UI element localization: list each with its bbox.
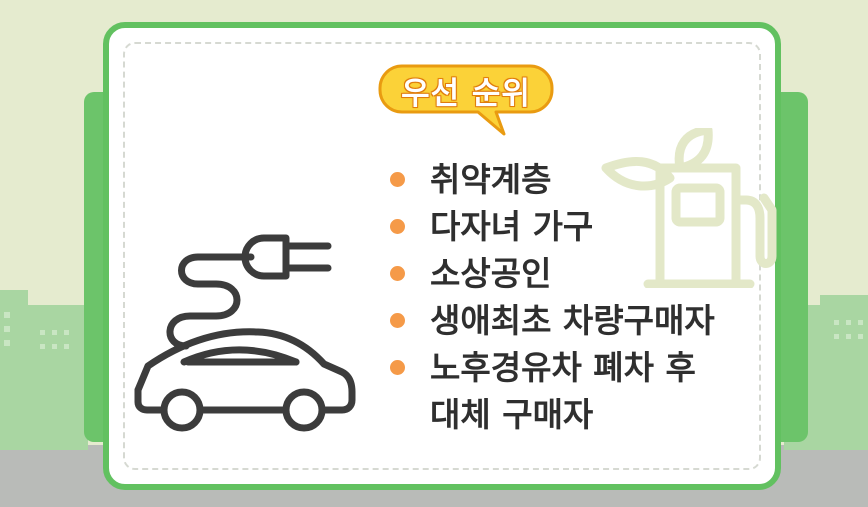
list-item: 노후경유차 폐차 후 대체 구매자 (386, 344, 715, 438)
bullet-dot-icon (390, 266, 405, 281)
list-item: 취약계층 (386, 156, 715, 203)
list-item-text: 소상공인 (430, 254, 552, 293)
eco-charging-station-icon (601, 128, 777, 288)
list-item-text: 다자녀 가구 (430, 207, 594, 246)
bullet-dot-icon (390, 313, 405, 328)
priority-list: 취약계층 다자녀 가구 소상공인 생애최초 차량구매자 노후경유차 폐차 후 대… (386, 156, 715, 438)
bullet-dot-icon (390, 219, 405, 234)
list-item-text: 노후경유차 폐차 후 (430, 348, 696, 387)
list-item: 생애최초 차량구매자 (386, 297, 715, 344)
list-item: 소상공인 (386, 250, 715, 297)
priority-badge-label: 우선 순위 (401, 75, 531, 112)
list-item-text: 생애최초 차량구매자 (430, 301, 715, 340)
list-item: 다자녀 가구 (386, 203, 715, 250)
list-item-text: 취약계층 (430, 160, 552, 199)
electric-car-plug-icon (134, 234, 356, 432)
list-item-text-continued: 대체 구매자 (430, 395, 594, 434)
bullet-dot-icon (390, 360, 405, 375)
bullet-dot-icon (390, 172, 405, 187)
priority-badge-bubble (378, 64, 554, 136)
